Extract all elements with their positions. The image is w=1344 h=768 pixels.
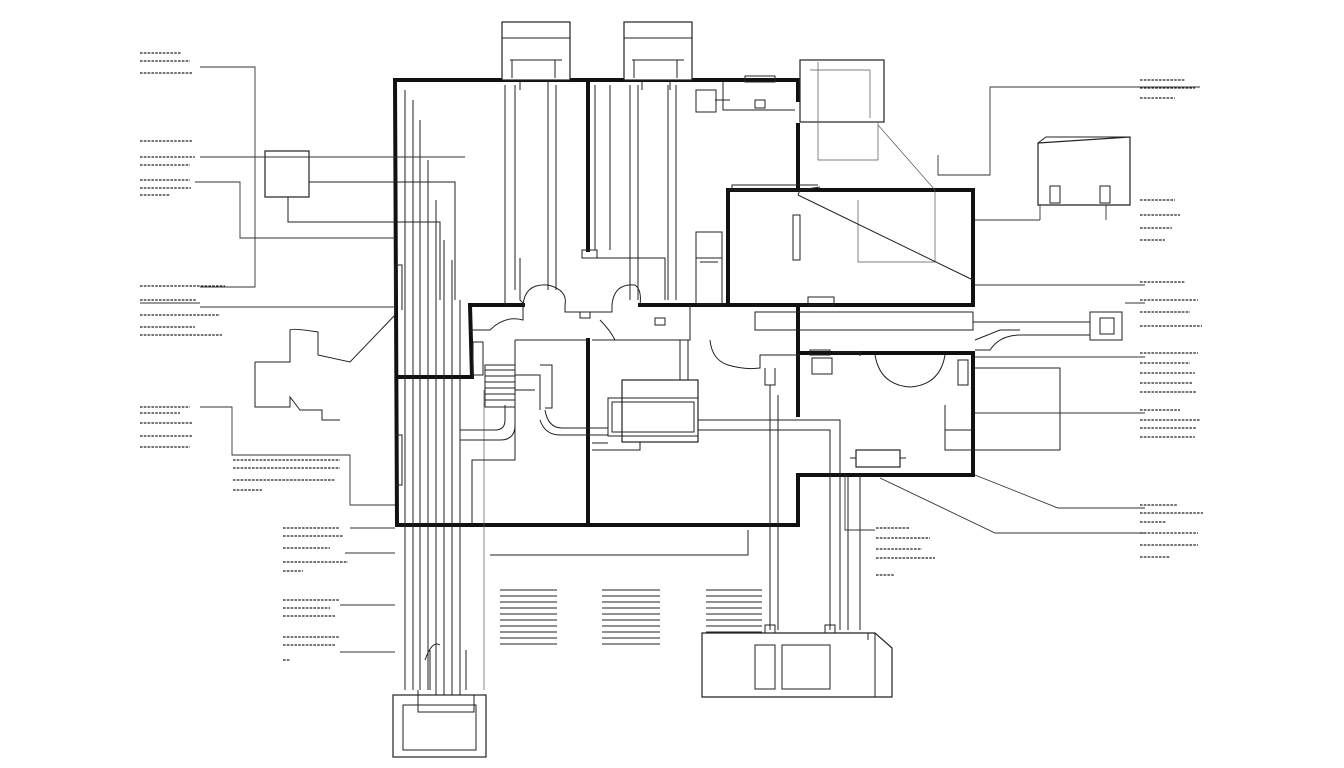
label-block-5 bbox=[140, 299, 222, 336]
east-corridor-duct bbox=[709, 311, 1123, 630]
label-block-16 bbox=[1140, 409, 1200, 438]
label-block-19 bbox=[876, 527, 935, 576]
label-block-11 bbox=[1140, 79, 1195, 99]
label-block-6 bbox=[140, 406, 192, 448]
rooftop-unit-right bbox=[623, 21, 693, 90]
exhaust-fan-unit bbox=[264, 150, 456, 300]
label-block-12 bbox=[1140, 199, 1180, 241]
label-block-18 bbox=[1140, 532, 1198, 558]
label-block-2 bbox=[140, 140, 195, 166]
riser-enclosure bbox=[392, 643, 487, 758]
air-handler-unit bbox=[799, 59, 936, 263]
louver-right bbox=[706, 589, 762, 633]
rooftop-unit-left bbox=[501, 21, 571, 90]
leader-lines-left bbox=[140, 66, 465, 653]
supply-ducts-top bbox=[504, 75, 795, 306]
label-block-3 bbox=[140, 179, 191, 196]
label-block-8 bbox=[283, 527, 348, 572]
label-block-7 bbox=[233, 459, 340, 491]
duct-runs-left bbox=[404, 90, 485, 700]
central-junction bbox=[470, 284, 691, 341]
louver-left bbox=[500, 589, 557, 645]
label-block-1 bbox=[140, 52, 192, 74]
boiler-unit bbox=[701, 475, 893, 698]
label-block-17 bbox=[1140, 504, 1203, 523]
label-block-14 bbox=[1140, 299, 1202, 327]
label-block-10 bbox=[283, 636, 340, 661]
stair bbox=[460, 340, 553, 525]
condenser-unit bbox=[975, 136, 1131, 221]
base-line bbox=[490, 530, 749, 556]
right-rooms-fixtures bbox=[695, 184, 1061, 468]
louver-center bbox=[602, 589, 660, 645]
leader-lines-right bbox=[844, 86, 1200, 534]
left-exhaust-duct bbox=[254, 264, 403, 486]
central-mechanical-unit bbox=[539, 340, 841, 630]
label-block-9 bbox=[283, 599, 340, 617]
label-block-15 bbox=[1140, 352, 1198, 393]
